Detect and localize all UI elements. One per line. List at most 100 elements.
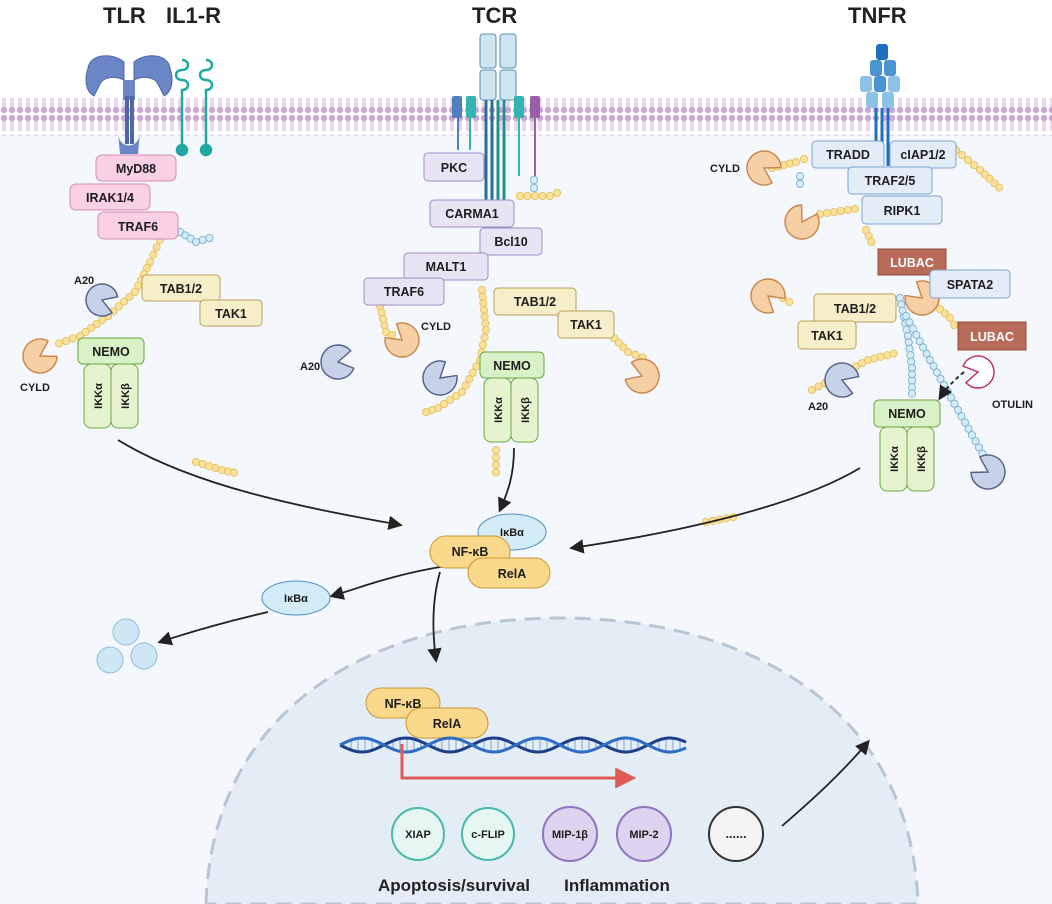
ubiquitin-bead: [889, 349, 898, 358]
svg-text:IKKβ: IKKβ: [916, 446, 928, 472]
gene-cflip: [461, 807, 515, 861]
nemo-tnfr-box: [873, 399, 941, 428]
svg-text:IKKβ: IKKβ: [120, 383, 132, 409]
svg-text:NF-κB: NF-κB: [452, 545, 489, 559]
ubiquitin-bead: [114, 302, 123, 311]
ubiquitin-bead: [491, 453, 500, 462]
ubiquitin-bead: [531, 191, 540, 200]
lubac-box-2: [957, 321, 1027, 351]
svg-text:MIP-2: MIP-2: [629, 829, 658, 841]
ubiquitin-bead: [908, 389, 917, 398]
ubiquitin-bead: [516, 191, 525, 200]
otulin-label: OTULIN: [992, 399, 1033, 411]
deubiquitinase-shape: [970, 454, 1006, 490]
ubiquitin-bead: [377, 308, 386, 317]
ubiquitin-bead: [823, 208, 832, 217]
tab12-tcr-box: [493, 287, 577, 316]
pkc-box: [423, 152, 485, 182]
svg-text:RelA: RelA: [498, 567, 526, 581]
ubiquitin-bead: [152, 243, 161, 252]
ubiquitin-bead: [950, 320, 959, 329]
caption-inflammation: Inflammation: [564, 876, 670, 895]
ubiquitin-bead: [936, 304, 945, 313]
tlr-label: TLR: [103, 3, 146, 28]
nucleus-content: NF-κB RelA XIAP c-FLIP MIP-1β MIP-2 ....…: [339, 687, 764, 895]
deubiquitinase-shape: [85, 283, 119, 317]
ubiquitin-bead: [961, 418, 970, 427]
ubiquitin-bead: [975, 443, 984, 452]
ubiquitin-bead: [81, 327, 90, 336]
svg-text:TRAF2/5: TRAF2/5: [865, 174, 916, 188]
ubiquitin-bead: [936, 374, 945, 383]
ubiquitin-bead: [191, 237, 200, 246]
ubiquitin-bead: [995, 183, 1004, 192]
tak1-tnfr-box: [797, 320, 857, 350]
svg-text:RelA: RelA: [433, 717, 461, 731]
ubiquitin-bead: [631, 350, 640, 359]
ubiquitin-bead: [472, 362, 481, 371]
ubiquitin-bead: [465, 375, 474, 384]
ubiquitin-bead: [530, 183, 539, 192]
ikba-free: [261, 580, 331, 616]
deubiquitinase-shape: [320, 344, 355, 380]
tak1-box: [199, 299, 263, 327]
ubiquitin-bead: [92, 319, 101, 328]
ubiquitin-bead: [546, 191, 555, 200]
ubiquitin-bead: [479, 305, 488, 314]
ubiquitin-bead: [958, 150, 967, 159]
transcription-arrow: [400, 744, 637, 789]
deubiquitinase-shape: [746, 150, 782, 186]
ubiquitin-bead: [614, 338, 623, 347]
ubiquitin-bead: [439, 399, 448, 408]
svg-text:MALT1: MALT1: [426, 260, 467, 274]
ubiquitin-bead: [968, 430, 977, 439]
nemo-tcr-box: [479, 351, 545, 379]
ikkb-tnfr-box: [906, 426, 935, 492]
deubiquitinase-shape: [962, 355, 995, 389]
deubiquitinase-shape: [624, 358, 660, 394]
irak-box: [69, 183, 151, 211]
degraded-fragment: [96, 646, 124, 674]
ubiquitin-bead: [851, 204, 860, 213]
svg-text:RIPK1: RIPK1: [884, 204, 921, 218]
ubiquitin-bead: [867, 237, 876, 246]
ubiquitin-bead: [624, 347, 633, 356]
ubiquitin-bead: [530, 175, 539, 184]
ubiquitin-bead: [461, 381, 470, 390]
ubiquitin-bead: [814, 382, 823, 391]
carma1-box: [429, 199, 515, 228]
svg-text:c-FLIP: c-FLIP: [471, 829, 505, 841]
ubiquitin-bead: [785, 297, 794, 306]
cyld-tnfr-label: CYLD: [710, 163, 740, 175]
ubiquitin-bead: [796, 171, 805, 180]
ubiquitin-bead: [964, 424, 973, 433]
gene-more: [708, 806, 764, 862]
ubiquitin-bead: [808, 385, 817, 394]
tab12-box: [141, 274, 221, 302]
ubiquitin-bead: [964, 155, 973, 164]
dna-strand: [339, 736, 687, 754]
il1r-receptor: [174, 58, 214, 157]
ubiquitin-bead: [204, 461, 213, 470]
ubiquitin-bead: [478, 292, 487, 301]
ubiquitin-bead: [481, 319, 490, 328]
cyld-tcr-label: CYLD: [421, 321, 451, 333]
ubiquitin-bead: [837, 206, 846, 215]
ubiquitin-bead: [491, 460, 500, 469]
malt1-box: [403, 252, 489, 281]
cell-membrane: [0, 98, 1052, 136]
ubiquitin-bead: [445, 395, 454, 404]
svg-text:SPATA2: SPATA2: [947, 278, 994, 292]
ubiquitin-bead: [149, 250, 158, 259]
tlr-receptor: [85, 55, 173, 154]
cyld-label: CYLD: [20, 382, 50, 394]
ubiquitin-bead: [957, 412, 966, 421]
ubiquitin-bead: [844, 205, 853, 214]
ubiquitin-bead: [796, 179, 805, 188]
ubiquitin-bead: [792, 157, 801, 166]
svg-text:cIAP1/2: cIAP1/2: [900, 148, 945, 162]
ikkb-box: [110, 363, 139, 429]
tcr-receptor: [452, 33, 540, 200]
ubiquitin-bead: [919, 343, 928, 352]
svg-text:TAK1: TAK1: [811, 329, 843, 343]
